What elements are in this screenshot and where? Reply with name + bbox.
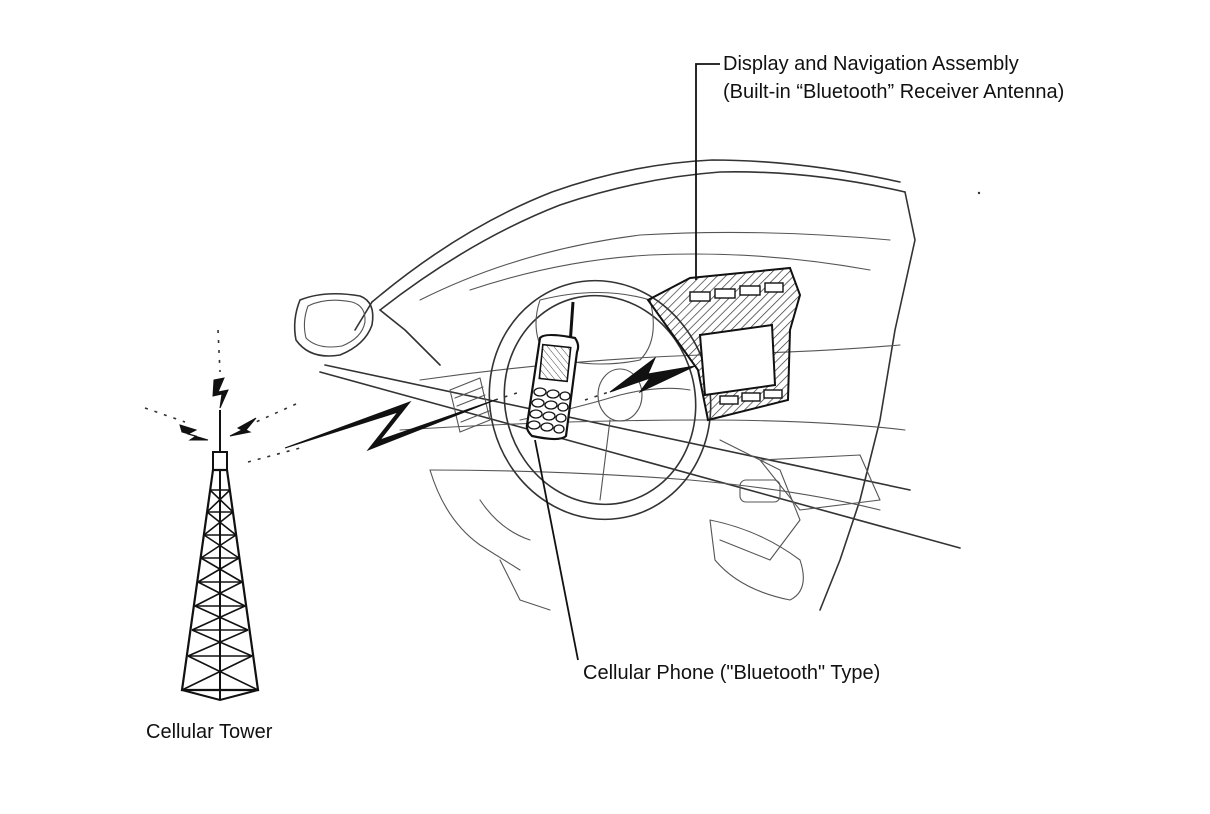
leader-lines xyxy=(534,63,720,661)
cellular-phone-label: Cellular Phone ("Bluetooth" Type) xyxy=(583,662,881,684)
display-assembly-label-line2: (Built-in “Bluetooth” Receiver Antenna) xyxy=(723,81,1065,103)
display-assembly-label-line1: Display and Navigation Assembly xyxy=(723,53,1019,75)
cellular-tower-icon xyxy=(180,410,260,702)
lightning-signal-icon xyxy=(144,329,696,463)
car-interior xyxy=(293,159,961,611)
display-assembly-label: Display and Navigation Assembly (Built-i… xyxy=(723,50,1064,106)
cellular-tower-label: Cellular Tower xyxy=(146,721,273,743)
cellular-phone-icon xyxy=(525,301,580,441)
display-navigation-assembly-icon xyxy=(646,266,802,422)
